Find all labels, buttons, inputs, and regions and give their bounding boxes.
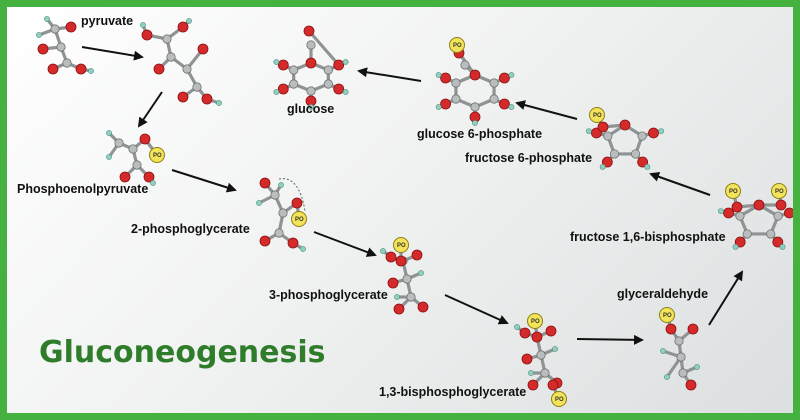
molecules: PO PO PO PO PO PO PO PO PO PO — [36, 16, 793, 407]
phosphate-icon — [659, 307, 675, 323]
label-2-phosphoglycerate: 2-phosphoglycerate — [131, 222, 250, 236]
svg-text:PO: PO — [729, 189, 738, 195]
phosphate-icon — [551, 391, 567, 407]
phosphate-icon — [291, 211, 307, 227]
label-pyruvate: pyruvate — [81, 14, 133, 28]
label-glucose-6-phosphate: glucose 6-phosphate — [417, 127, 542, 141]
arrow-pyruvate-to-oxaloacetate — [81, 46, 144, 61]
glucose-molecule — [273, 25, 349, 110]
phosphate-icon — [527, 313, 543, 329]
arrow-2pg-to-3pg — [313, 231, 377, 257]
3pg-phosphate: PO — [393, 237, 409, 267]
svg-text:PO: PO — [593, 113, 602, 119]
compound-labels: pyruvate Phosphoenolpyruvate 2-phosphogl… — [17, 14, 726, 399]
label-phosphoenolpyruvate: Phosphoenolpyruvate — [17, 182, 148, 196]
2pg-molecule: PO — [256, 177, 307, 252]
svg-text:PO: PO — [531, 319, 540, 325]
phosphate-icon — [725, 183, 741, 199]
g6p-molecule — [435, 47, 515, 126]
label-fructose-6-phosphate: fructose 6-phosphate — [465, 151, 592, 165]
arrow-13bpg-to-glyceraldehyde — [576, 334, 644, 345]
label-glyceraldehyde: glyceraldehyde — [617, 287, 708, 301]
svg-text:PO: PO — [397, 243, 406, 249]
gluconeogenesis-diagram: PO PO PO PO PO PO PO PO PO PO pyruvate Phosphoeno… — [17, 14, 793, 407]
label-fructose-1-6-bisphosphate: fructose 1,6-bisphosphate — [570, 230, 726, 244]
pep-molecule: PO — [106, 130, 165, 186]
svg-text:PO: PO — [775, 189, 784, 195]
svg-text:PO: PO — [663, 313, 672, 319]
svg-text:PO: PO — [295, 217, 304, 223]
page-title: Gluconeogenesis — [39, 335, 326, 370]
svg-text:PO: PO — [153, 153, 162, 159]
phosphate-icon — [449, 37, 465, 53]
phosphate-icon — [393, 237, 409, 253]
g6p-phosphate: PO — [449, 37, 465, 53]
label-glucose: glucose — [287, 102, 334, 116]
f16bp-phosphates: PO PO — [725, 183, 787, 213]
phosphate-icon — [589, 107, 605, 123]
arrow-pep-to-2pg — [171, 169, 237, 193]
oxaloacetate-molecule — [140, 18, 222, 106]
phosphate-icon — [771, 183, 787, 199]
arrow-glyceraldehyde-to-f16bp — [708, 270, 744, 326]
pathway-arrows — [81, 46, 744, 345]
arrow-3pg-to-13bpg — [444, 294, 509, 325]
svg-text:PO: PO — [555, 397, 564, 403]
glyceraldehyde-molecule: PO — [659, 307, 700, 391]
f6p-phosphate: PO — [589, 107, 609, 133]
label-3-phosphoglycerate: 3-phosphoglycerate — [269, 288, 388, 302]
svg-text:PO: PO — [453, 43, 462, 49]
arrow-g6p-to-glucose — [357, 67, 422, 82]
13bpg-phosphates: PO PO — [527, 313, 567, 407]
arrow-f16bp-to-f6p — [649, 171, 711, 196]
arrow-f6p-to-g6p — [515, 100, 578, 120]
label-1-3-bisphosphoglycerate: 1,3-bisphosphoglycerate — [379, 385, 526, 399]
pyruvate-molecule — [36, 16, 94, 75]
arrow-oxaloacetate-to-pep — [137, 91, 163, 128]
phosphate-icon — [149, 147, 165, 163]
